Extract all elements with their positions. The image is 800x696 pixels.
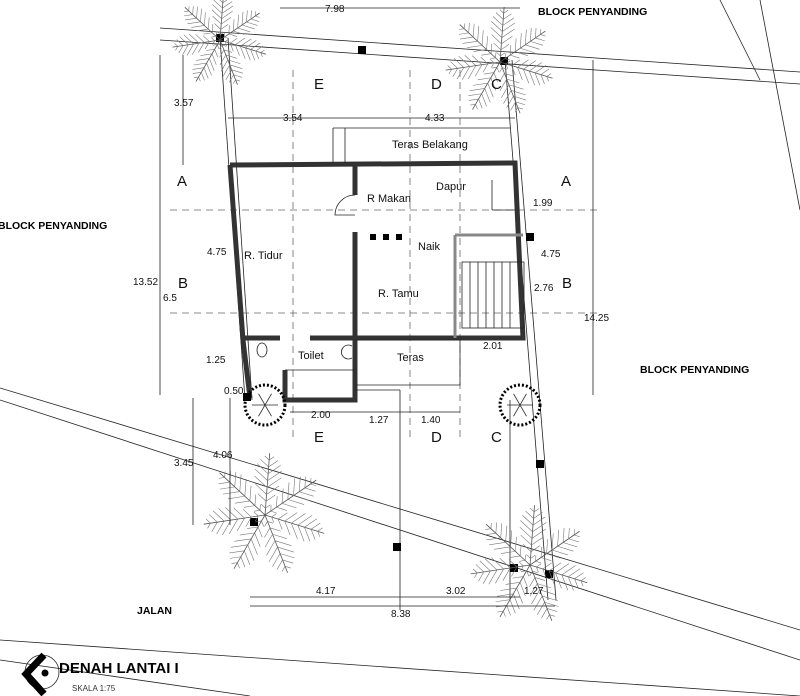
axis-c-bottom: C bbox=[491, 429, 502, 446]
walls bbox=[227, 127, 526, 403]
dim-front-838: 8.38 bbox=[391, 609, 411, 620]
grid-lines bbox=[170, 70, 600, 440]
dim-left-050: 0.50 bbox=[224, 386, 244, 397]
drawing-title: DENAH LANTAI I bbox=[59, 660, 179, 677]
dim-stair-width: 2.01 bbox=[483, 341, 503, 352]
dim-right-276: 2.76 bbox=[534, 283, 554, 294]
drawing-scale: SKALA 1:75 bbox=[72, 684, 116, 693]
neighbor-top: BLOCK PENYANDING bbox=[538, 6, 647, 18]
room-toilet: Toilet bbox=[298, 350, 324, 362]
dim-left-total: 13.52 bbox=[133, 277, 158, 288]
neighbor-right: BLOCK PENYANDING bbox=[640, 364, 749, 376]
room-teras: Teras bbox=[397, 352, 424, 364]
north-arrow-icon bbox=[21, 652, 60, 696]
dim-top-width: 7.98 bbox=[325, 4, 345, 15]
room-teras-belakang: Teras Belakang bbox=[392, 139, 468, 151]
axis-a-right: A bbox=[561, 173, 571, 190]
shrub-icon bbox=[243, 383, 287, 427]
dimension-lines bbox=[159, 7, 594, 607]
dim-right-475: 4.75 bbox=[541, 249, 561, 260]
dim-left-125: 1.25 bbox=[206, 355, 226, 366]
dim-top-e-d: 3.54 bbox=[283, 113, 303, 124]
axis-b-right: B bbox=[562, 275, 572, 292]
shrub-icon bbox=[498, 383, 542, 427]
axis-e-top: E bbox=[314, 76, 324, 93]
dim-left-top: 3.57 bbox=[174, 98, 194, 109]
dim-left-475: 4.75 bbox=[207, 247, 227, 258]
dim-bottom-200: 2.00 bbox=[311, 410, 331, 421]
dim-top-d-c: 4.33 bbox=[425, 113, 445, 124]
road-label: JALAN bbox=[137, 605, 172, 617]
palm-tree-icon bbox=[470, 505, 588, 622]
dim-front-302: 3.02 bbox=[446, 586, 466, 597]
axis-e-bottom: E bbox=[314, 429, 324, 446]
axis-a-left: A bbox=[177, 173, 187, 190]
trees bbox=[172, 0, 588, 622]
room-dapur: Dapur bbox=[436, 181, 466, 193]
room-r-tidur: R. Tidur bbox=[244, 250, 283, 262]
palm-tree-icon bbox=[172, 0, 266, 85]
dim-left-65: 6.5 bbox=[163, 293, 177, 304]
axis-d-bottom: D bbox=[431, 429, 442, 446]
dim-left-345: 3.45 bbox=[174, 458, 194, 469]
dim-left-406: 4.06 bbox=[213, 450, 233, 461]
dim-bottom-140: 1.40 bbox=[421, 415, 441, 426]
sink-icon bbox=[340, 344, 353, 360]
dim-front-417: 4.17 bbox=[316, 586, 336, 597]
dim-right-total: 14.25 bbox=[584, 313, 609, 324]
dim-bottom-127: 1.27 bbox=[369, 415, 389, 426]
neighbor-left: BLOCK PENYANDING bbox=[0, 220, 107, 232]
axis-c-top: C bbox=[491, 76, 502, 93]
room-r-tamu: R. Tamu bbox=[378, 288, 419, 300]
room-r-makan: R Makan bbox=[367, 193, 411, 205]
palm-tree-icon bbox=[445, 7, 553, 114]
axis-d-top: D bbox=[431, 76, 442, 93]
axis-b-left: B bbox=[178, 275, 188, 292]
dim-right-a: 1.99 bbox=[533, 198, 553, 209]
room-naik: Naik bbox=[418, 241, 441, 253]
palm-tree-icon bbox=[203, 453, 325, 573]
dim-front-127: 1.27 bbox=[524, 586, 544, 597]
